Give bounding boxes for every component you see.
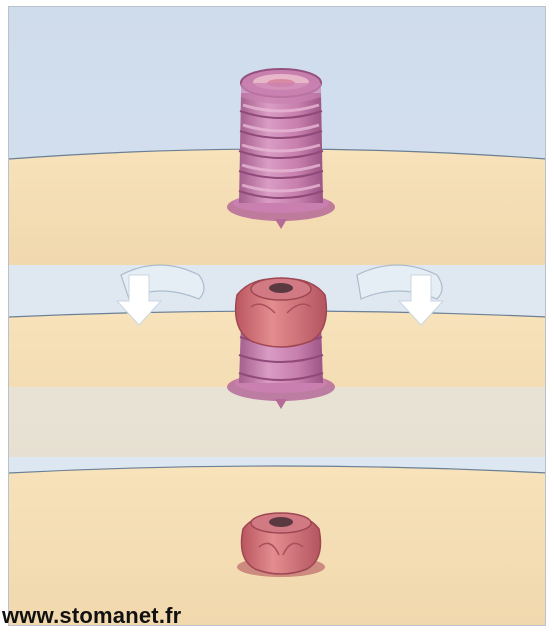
stoma-icon (227, 69, 335, 229)
stoma-icon (237, 513, 325, 577)
watermark-text: www.stomanet.fr (2, 603, 181, 629)
stoma-icon (227, 278, 335, 409)
stoma-illustration (9, 7, 546, 626)
illustration-frame (8, 6, 546, 626)
